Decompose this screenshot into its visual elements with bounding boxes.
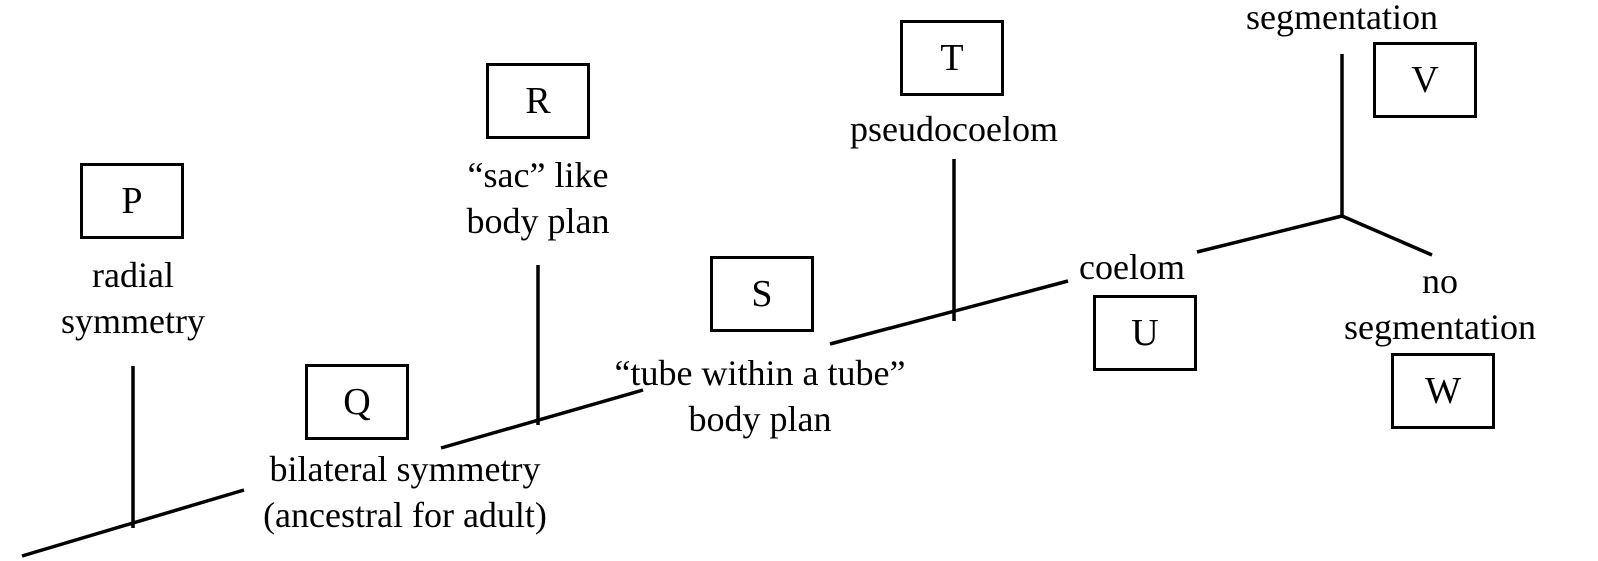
box-r: R [486,63,590,139]
label-w: no segmentation [1344,258,1536,350]
label-p-line1: radial [92,255,174,295]
label-p-line2: symmetry [61,301,205,341]
label-s-line2: body plan [688,399,832,439]
label-r-line2: body plan [466,201,610,241]
label-w-line1: no [1421,261,1458,301]
label-t-line1: pseudocoelom [850,109,1058,149]
label-v: segmentation [1246,0,1438,40]
label-p: radial symmetry [61,252,205,344]
label-w-line2: segmentation [1344,307,1536,347]
label-q-line2: (ancestral for adult) [263,495,547,535]
label-q-line1: bilateral symmetry [269,449,541,489]
label-s: “tube within a tube” body plan [615,350,906,442]
trunk-segment-3 [829,279,1069,346]
label-r-line1: “sac” like [467,155,609,195]
box-s: S [710,256,814,332]
box-v: V [1373,42,1477,118]
box-u: U [1093,295,1197,371]
box-p: P [80,163,184,239]
label-s-line1: “tube within a tube” [614,353,906,393]
label-u: coelom [1079,244,1185,290]
label-r: “sac” like body plan [467,152,610,244]
box-q: Q [305,364,409,440]
trunk-segment-2 [440,388,644,450]
label-u-line1: coelom [1079,247,1185,287]
box-t: T [900,20,1004,96]
trunk-segment-4 [1196,214,1343,254]
branch-w [1341,214,1433,257]
box-w: W [1391,353,1495,429]
label-t: pseudocoelom [850,106,1058,152]
label-v-line1: segmentation [1246,0,1438,37]
label-q: bilateral symmetry (ancestral for adult) [263,446,547,538]
